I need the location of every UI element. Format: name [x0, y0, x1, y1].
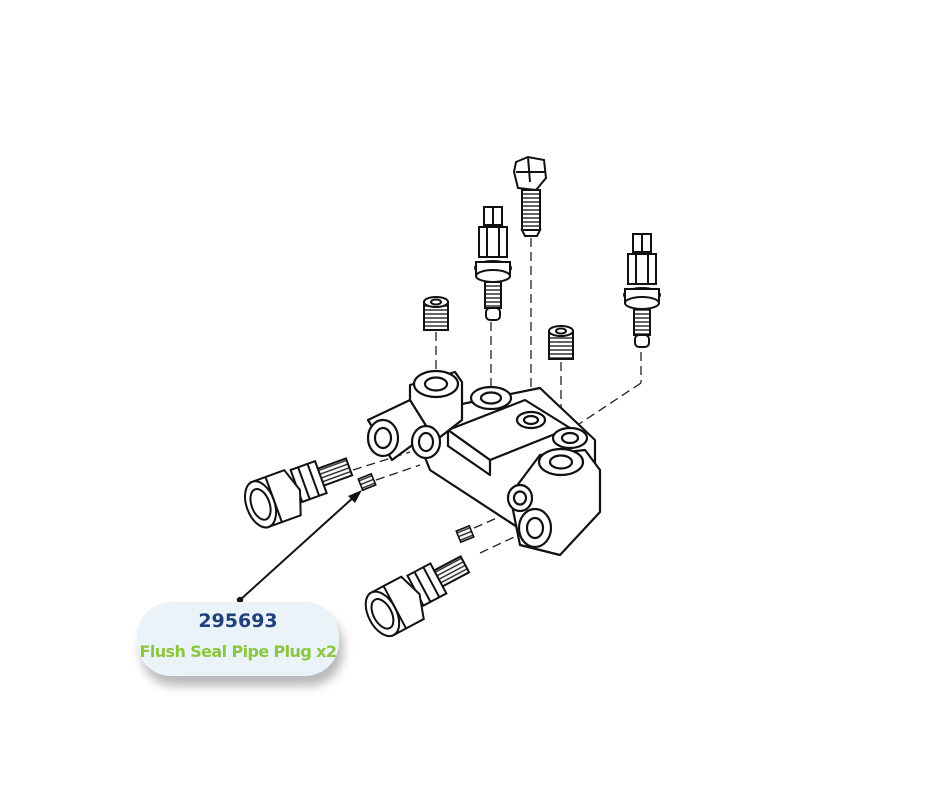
pipe-plug-lower — [455, 524, 475, 544]
check-valve-left — [474, 206, 512, 321]
pipe-plug-top-left — [423, 296, 449, 331]
swivel-fitting-left — [244, 457, 354, 529]
callout-leader-arrow — [236, 490, 362, 604]
manifold-block — [366, 369, 602, 557]
part-description: Flush Seal Pipe Plug x2 — [139, 642, 337, 661]
pipe-plug — [357, 472, 377, 492]
part-callout: 295693 Flush Seal Pipe Plug x2 — [137, 602, 339, 676]
bolt — [512, 155, 548, 237]
swivel-fitting-bottom — [364, 555, 471, 638]
part-number: 295693 — [198, 610, 278, 632]
pipe-plug-top-right — [548, 325, 574, 360]
check-valve-right — [623, 233, 661, 348]
